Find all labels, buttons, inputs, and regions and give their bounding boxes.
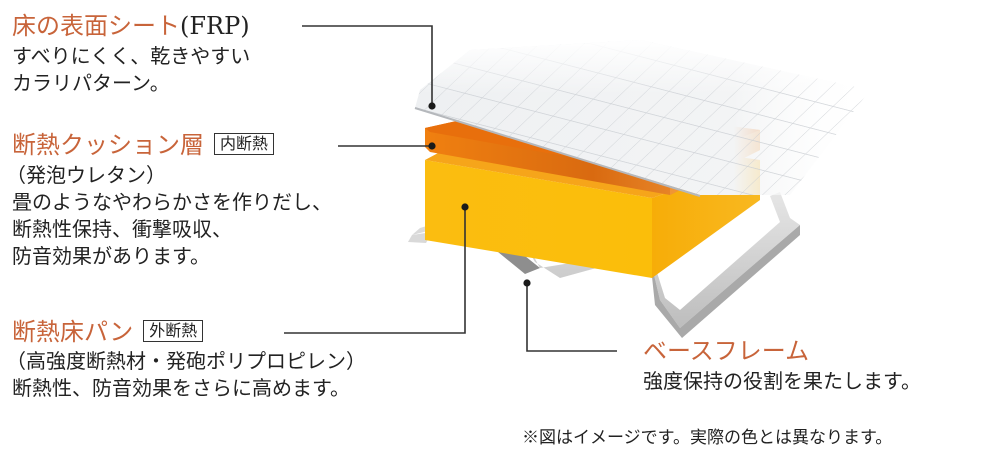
disclaimer-note: ※図はイメージです。実際の色とは異なります。 bbox=[522, 428, 893, 448]
cushion-line-2: 畳のようなやわらかさを作りだし、 bbox=[12, 190, 332, 214]
frame-title: ベースフレーム bbox=[643, 337, 810, 365]
dot-pan bbox=[461, 203, 469, 211]
pan-line-2: 断熱性、防音効果をさらに高めます。 bbox=[12, 376, 350, 400]
cushion-title-text: 断熱クッション層 bbox=[12, 131, 204, 159]
cushion-title: 断熱クッション層内断熱 bbox=[12, 131, 275, 159]
frp-sheet-shape bbox=[414, 40, 870, 197]
leader-frame bbox=[526, 283, 617, 352]
cushion-description: （発泡ウレタン） 畳のようなやわらかさを作りだし、 断熱性保持、衝撃吸収、 防音… bbox=[6, 162, 332, 270]
frp-title-suffix: (FRP) bbox=[180, 12, 250, 40]
frp-title-text: 床の表面シート bbox=[12, 12, 180, 40]
leader-dots bbox=[428, 102, 531, 287]
dot-cushion bbox=[428, 142, 436, 150]
leader-lines bbox=[284, 25, 617, 352]
frp-title: 床の表面シート(FRP) bbox=[12, 12, 250, 40]
cushion-line-4: 防音効果があります。 bbox=[12, 244, 210, 268]
frp-line-1: すべりにくく、乾きやすい bbox=[12, 44, 251, 68]
frame-description: 強度保持の役割を果たします。 bbox=[643, 369, 921, 393]
frp-line-2: カラリパターン。 bbox=[12, 71, 170, 95]
cushion-line-3: 断熱性保持、衝撃吸収、 bbox=[12, 217, 232, 241]
leader-frp bbox=[302, 25, 433, 106]
leader-pan bbox=[284, 207, 466, 334]
dot-frp bbox=[428, 102, 436, 110]
pan-description: （高強度断熱材・発砲ポリプロピレン） 断熱性、防音効果をさらに高めます。 bbox=[6, 348, 366, 402]
pan-title-text: 断熱床パン bbox=[12, 318, 134, 346]
pan-line-1: （高強度断熱材・発砲ポリプロピレン） bbox=[6, 349, 366, 373]
inner-insulation-tag: 内断熱 bbox=[214, 133, 275, 155]
cushion-line-1: （発泡ウレタン） bbox=[6, 163, 166, 187]
pan-title: 断熱床パン外断熱 bbox=[12, 318, 204, 346]
frp-description: すべりにくく、乾きやすい カラリパターン。 bbox=[12, 43, 250, 97]
dot-frame bbox=[523, 279, 531, 287]
outer-insulation-tag: 外断熱 bbox=[143, 320, 204, 342]
